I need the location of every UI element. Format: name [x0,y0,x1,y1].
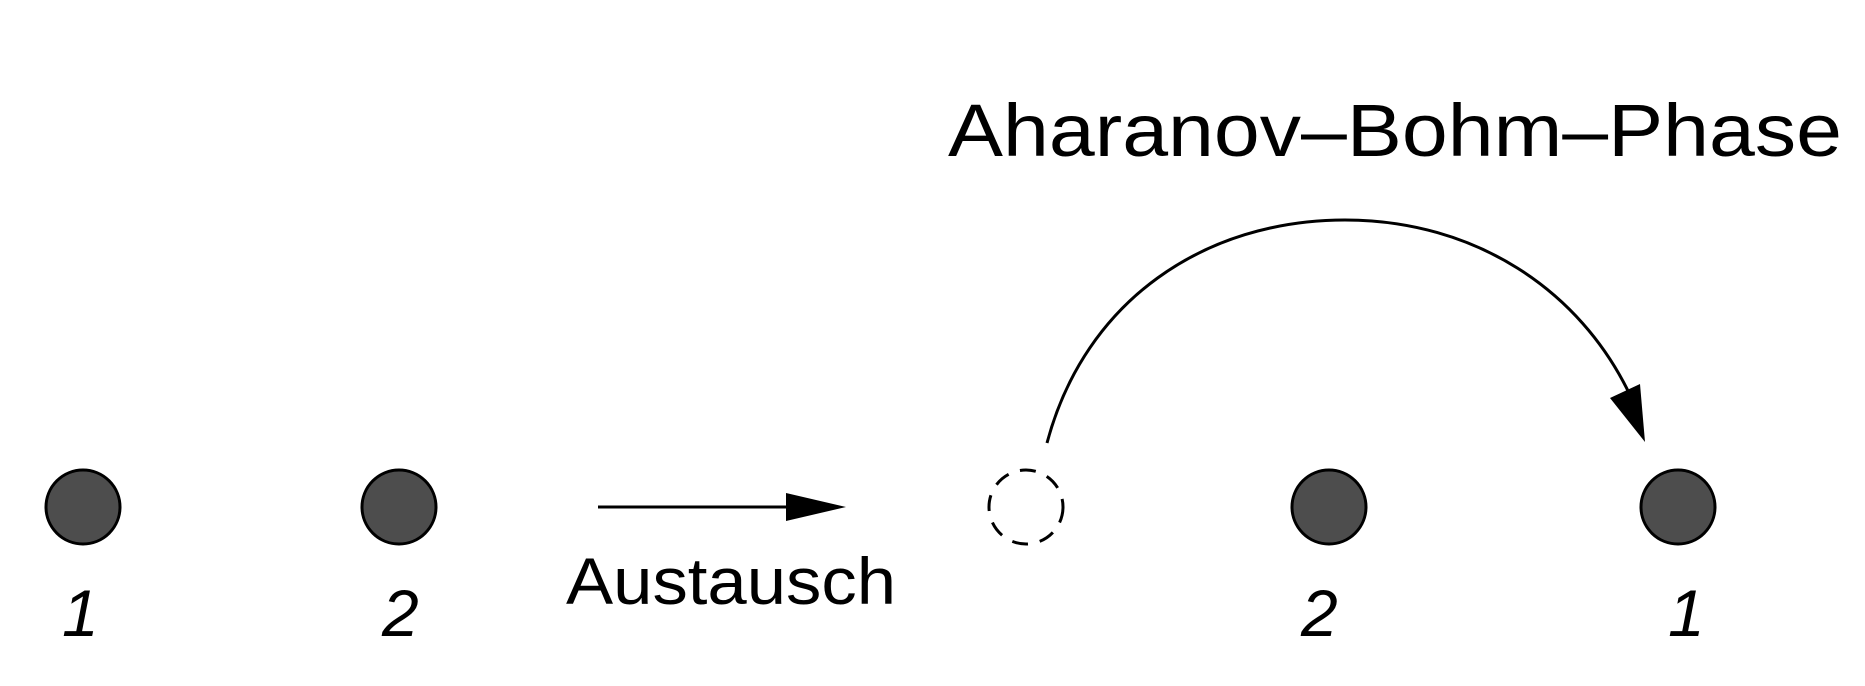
aharonov-bohm-arc-arrow [1045,218,1645,444]
particle-2-after [1290,468,1368,546]
exchange-label: Austausch [566,544,896,618]
particle-2-after-label: 2 [1300,576,1338,650]
particle-1-after-label: 1 [1668,576,1705,650]
particle-2-before-label: 2 [381,576,419,650]
original-position-ghost [987,468,1065,546]
particle-1-before [44,468,122,546]
particle-1-after [1639,468,1717,546]
particle-2-before [360,468,438,546]
exchange-arrow [598,493,846,521]
diagram-title: Aharanov–Bohm–Phase [948,89,1842,172]
particle-1-before-label: 1 [62,576,99,650]
